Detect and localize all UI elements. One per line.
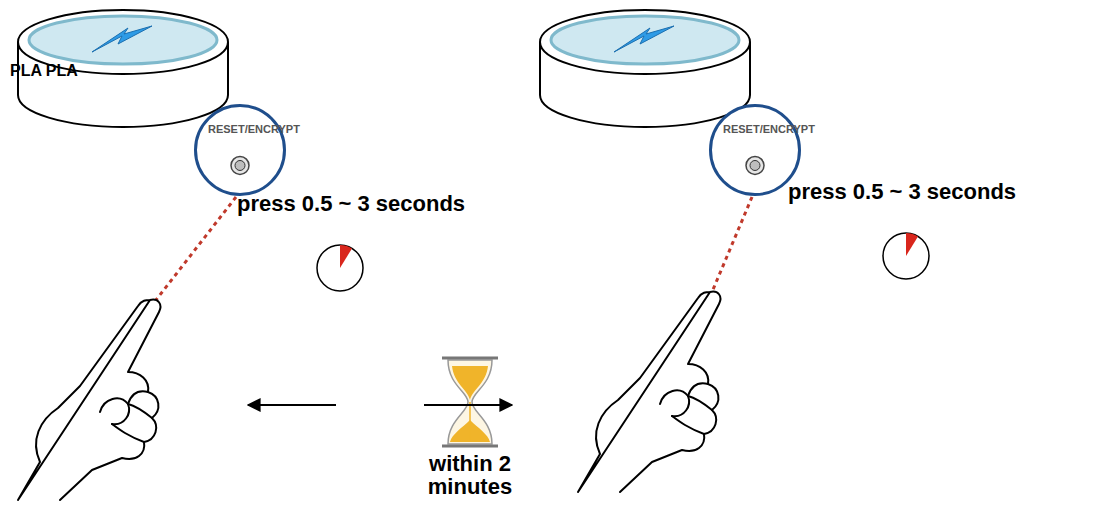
finger-crease [128,404,152,418]
clock-wedge [906,233,918,256]
instruction-text: press 0.5 ~ 3 seconds [237,192,465,215]
arrow [424,404,512,406]
timer-icon [883,233,929,279]
hand-outline [578,292,720,492]
sand-top [452,366,488,400]
button-ring [231,156,249,174]
instruction-text: press 0.5 ~ 3 seconds [788,180,1016,203]
sand-stream [469,402,471,440]
finger-crease [672,416,704,434]
thumb [100,398,129,424]
device-top-panel [551,16,739,64]
time-limit-text: within 2 minutes [405,452,535,498]
device-top [540,10,750,74]
lightning-bolt [92,26,152,52]
timer-icon [317,245,363,291]
thumb [660,390,689,416]
finger-crease [112,424,144,442]
finger-crease [128,391,148,404]
finger-crease [688,383,708,396]
finger-crease [688,396,712,410]
powerline-adapter [540,10,750,127]
clock-wedge [340,245,352,268]
pointing-hand [578,292,720,492]
press-line [712,197,752,292]
hourglass [442,358,498,446]
clock-face [883,233,929,279]
button-callout: RESET/ENCRYPT [709,104,801,196]
clock-face [317,245,363,291]
button-cap [750,160,760,170]
pointing-hand [18,300,160,500]
button-symbol [712,107,798,193]
press-line [156,197,236,300]
hand-outline [18,300,160,500]
arrow [248,404,336,406]
button-ring [746,156,764,174]
button-symbol [197,107,283,193]
hourglass-cap [442,357,498,360]
button-callout: RESET/ENCRYPT [194,104,286,196]
device-top-panel [29,16,217,64]
button-label: RESET/ENCRYPT [723,107,787,135]
button-cap [235,160,245,170]
device-label: PLA PLA [10,62,78,79]
hourglass-glass [448,360,492,444]
hourglass-cap [442,445,498,448]
button-label: RESET/ENCRYPT [208,107,272,135]
lightning-bolt [614,26,674,52]
